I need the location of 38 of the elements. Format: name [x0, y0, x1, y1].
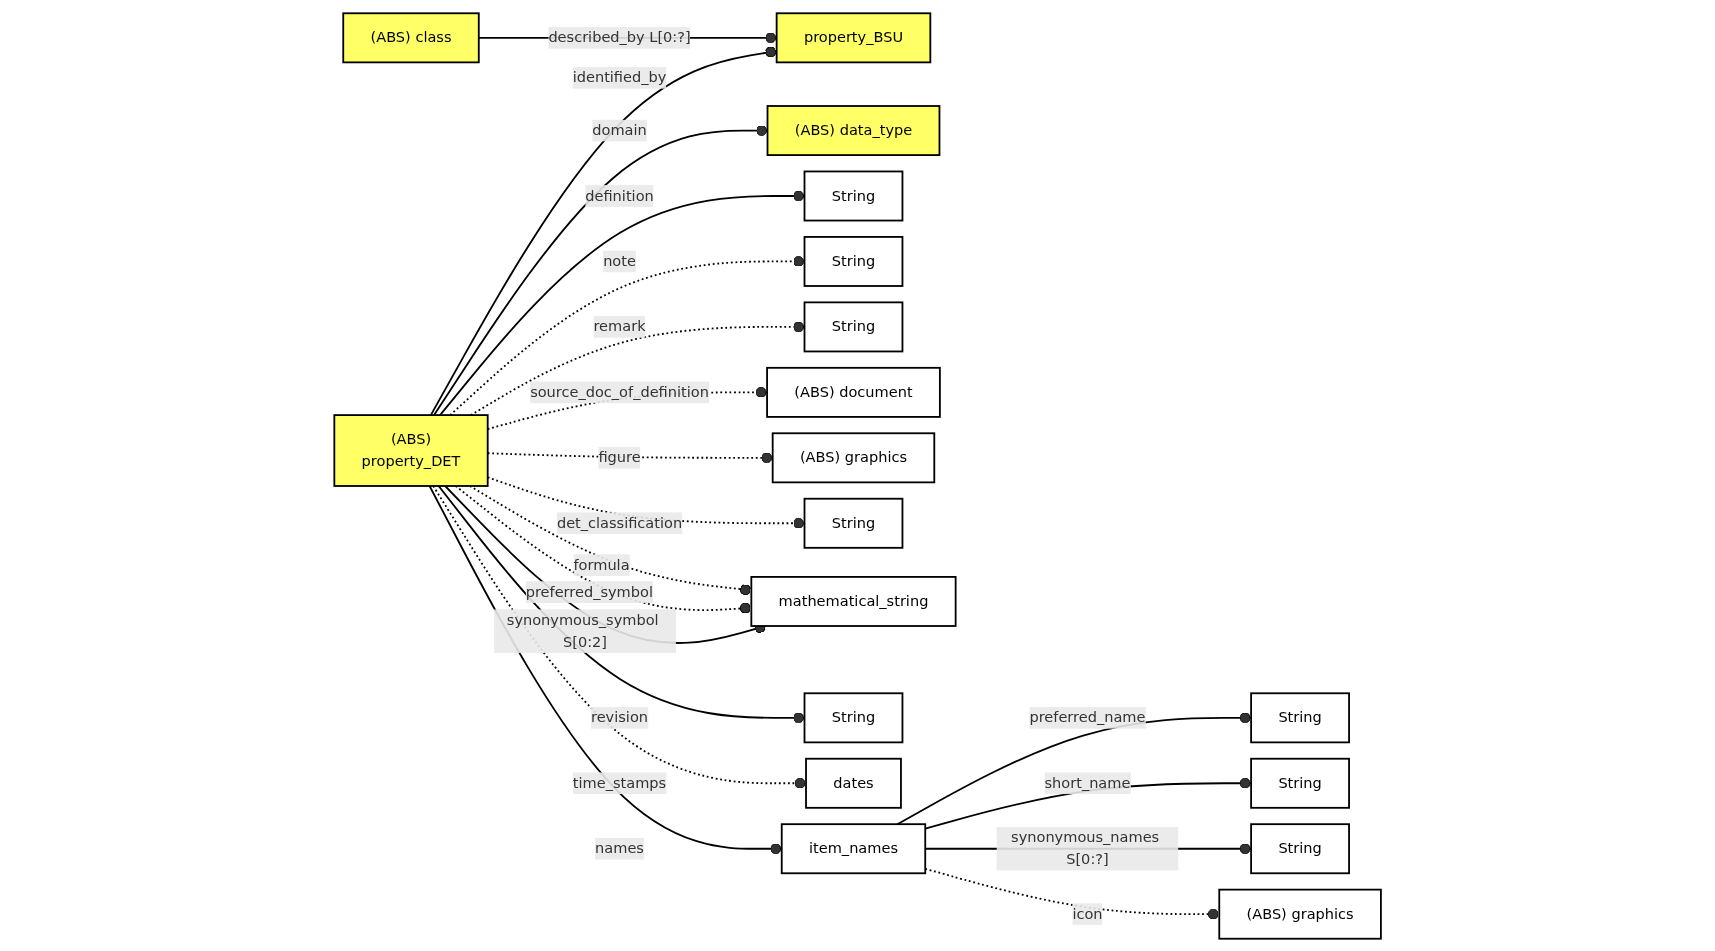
edge-label: formula [573, 555, 630, 573]
node-box: mathematical_string [750, 575, 957, 627]
node-box: String [803, 300, 904, 352]
node-box: (ABS) graphics [771, 431, 936, 483]
edge-label: time_stamps [572, 773, 667, 791]
node-box: (ABS) class [342, 11, 480, 63]
edge-label: revision [590, 708, 648, 726]
node-box: (ABS) graphics [1218, 888, 1382, 940]
edge-label: synonymous_symbol S[0:2] [506, 610, 659, 650]
edge-label: note [603, 251, 636, 270]
edge-label: remark [593, 317, 646, 335]
edge-label: icon [1072, 904, 1103, 922]
node-box: String [803, 235, 904, 287]
node-box: property_BSU [775, 11, 932, 63]
edge-label: source_doc_of_definition [530, 382, 709, 401]
edge-label: preferred_symbol [525, 582, 653, 600]
node-box: (ABS) document [766, 366, 941, 418]
edge-label: definition [585, 186, 654, 204]
connector [444, 484, 767, 644]
node-box: String [803, 170, 904, 221]
edge-label: short_name [1044, 773, 1131, 791]
node-box: dates [805, 757, 902, 809]
node-box: String [1250, 691, 1350, 743]
node-box: String [803, 497, 904, 549]
node-box: String [803, 691, 904, 743]
node-box: String [1250, 757, 1350, 809]
edge-label: synonymous_names S[0:?] [1010, 828, 1160, 868]
node-box: String [1250, 822, 1350, 874]
node-box: (ABS) data_type [766, 104, 941, 156]
node-box: (ABS) property_DET [333, 413, 489, 487]
node-box: item_names [780, 822, 927, 874]
edge-label: domain [592, 120, 647, 139]
edge-label: names [594, 839, 644, 857]
edge-label: described_by L[0:?] [548, 28, 691, 46]
edge-label: identified_by [572, 68, 667, 86]
edge-label: figure [598, 448, 641, 466]
edge-label: det_classification [556, 513, 683, 531]
edge-label: preferred_name [1029, 708, 1146, 726]
